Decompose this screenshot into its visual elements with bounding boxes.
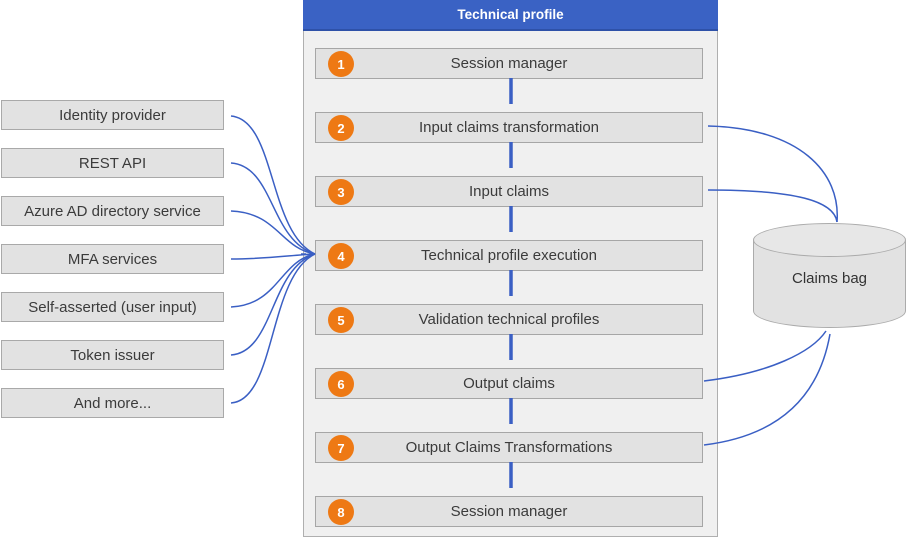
claims-bag-label: Claims bag [791,270,868,287]
step-8-session-manager: 8 Session manager [315,496,703,527]
step-label: Output Claims Transformations [405,439,613,456]
step-label: Input claims transformation [418,119,600,136]
provider-label: Token issuer [70,346,155,364]
step-number-badge: 4 [328,243,354,269]
arrow-output-claims-to-claimsbag [703,330,827,382]
step-4-technical-profile-execution: 4 Technical profile execution [315,240,703,271]
step-2-input-claims-transformation: 2 Input claims transformation [315,112,703,143]
step-label: Validation technical profiles [418,311,600,328]
technical-profile-panel: Technical profile 1 Session manager 2 In… [303,0,718,537]
claims-bag-cylinder-top [753,223,906,257]
provider-label: Azure AD directory service [24,202,201,220]
provider-box-self-asserted: Self-asserted (user input) [1,292,224,322]
step-label: Input claims [468,183,550,200]
step-number-badge: 3 [328,179,354,205]
step-label: Technical profile execution [421,247,597,264]
provider-box-rest-api: REST API [1,148,224,178]
step-label: Session manager [450,55,568,72]
step-3-input-claims: 3 Input claims [315,176,703,207]
provider-label: Self-asserted (user input) [28,298,197,316]
step-5-validation-technical-profiles: 5 Validation technical profiles [315,304,703,335]
step-label: Output claims [463,375,555,392]
provider-label: MFA services [67,250,158,268]
step-number-badge: 5 [328,307,354,333]
arrow-output-claims-transformations-to-claimsbag [703,333,831,446]
provider-box-mfa-services: MFA services [1,244,224,274]
provider-box-and-more: And more... [1,388,224,418]
step-number-badge: 6 [328,371,354,397]
provider-label: Identity provider [59,106,166,124]
step-7-output-claims-transformations: 7 Output Claims Transformations [315,432,703,463]
panel-header: Technical profile [303,0,718,31]
arrow-claimsbag-to-input-claims [707,189,838,223]
step-1-session-manager: 1 Session manager [315,48,703,79]
step-number-badge: 8 [328,499,354,525]
provider-label: REST API [78,154,147,172]
provider-box-identity-provider: Identity provider [1,100,224,130]
step-number-badge: 2 [328,115,354,141]
provider-box-azure-ad-directory-service: Azure AD directory service [1,196,224,226]
arrow-claimsbag-to-input-claims-transformation [707,125,838,223]
provider-box-token-issuer: Token issuer [1,340,224,370]
step-number-badge: 7 [328,435,354,461]
step-label: Session manager [450,503,568,520]
step-6-output-claims: 6 Output claims [315,368,703,399]
provider-label: And more... [73,394,152,412]
step-number-badge: 1 [328,51,354,77]
